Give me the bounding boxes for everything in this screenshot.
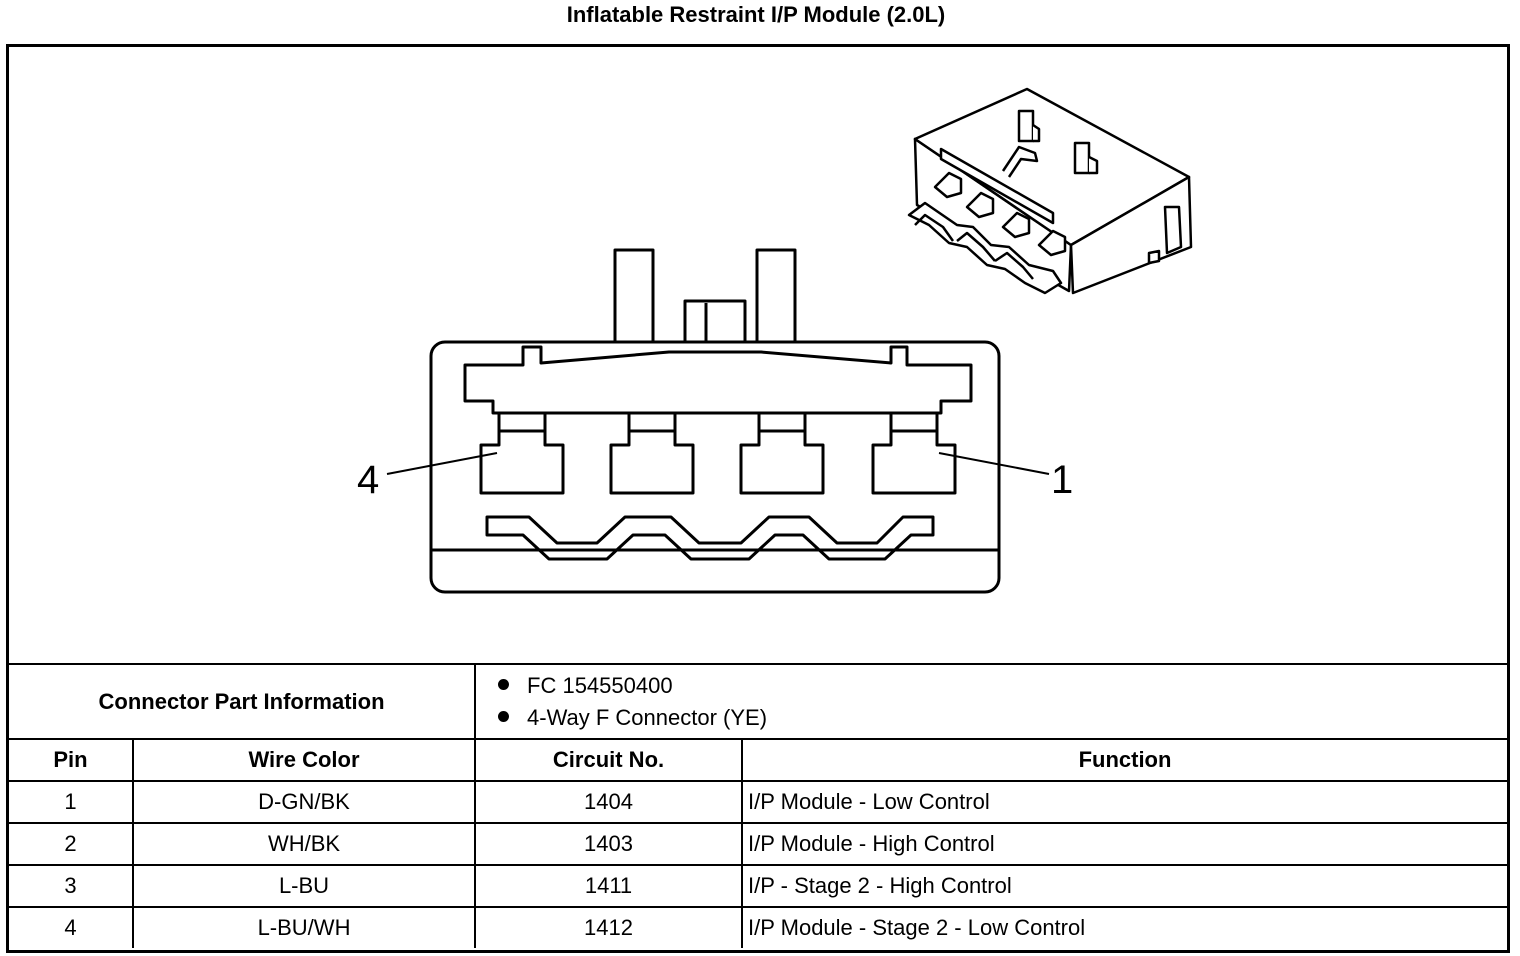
function-cell: I/P Module - Stage 2 - Low Control: [741, 906, 1507, 948]
part-info-item: 4-Way F Connector (YE): [498, 702, 1507, 734]
connector-face-drawing: 4 1: [357, 87, 1193, 594]
pin-cell: 2: [9, 822, 134, 866]
cavity-4: [479, 413, 565, 495]
table-header-row: Pin Wire Color Circuit No. Function: [9, 738, 1507, 782]
connector-housing: [429, 340, 1001, 594]
bullet-icon: [498, 711, 510, 723]
connector-frame: 4 1 Connector Part Information FC 154550…: [6, 44, 1510, 953]
table-row: 1 D-GN/BK 1404 I/P Module - Low Control: [9, 780, 1507, 824]
header-circuit-no: Circuit No.: [474, 738, 744, 782]
wire-color-cell: WH/BK: [131, 822, 477, 866]
wire-color-cell: D-GN/BK: [131, 780, 477, 824]
left-latch-tab: [613, 248, 655, 344]
connector-info-table: Connector Part Information FC 154550400 …: [9, 665, 1507, 948]
connector-part-info-list: FC 154550400 4-Way F Connector (YE): [474, 665, 1507, 740]
header-pin: Pin: [9, 738, 134, 782]
terminal-rail: [463, 345, 973, 415]
pin-cell: 3: [9, 864, 134, 908]
circuit-cell: 1412: [474, 906, 744, 948]
connector-part-info-label: Connector Part Information: [9, 665, 477, 740]
right-latch-tab: [755, 248, 797, 344]
circuit-cell: 1403: [474, 822, 744, 866]
connector-part-info-row: Connector Part Information FC 154550400 …: [9, 665, 1507, 740]
function-cell: I/P - Stage 2 - High Control: [741, 864, 1507, 908]
diagram-title: Inflatable Restraint I/P Module (2.0L): [566, 2, 946, 27]
part-info-item: FC 154550400: [498, 670, 1507, 702]
connector-3d-view: [907, 87, 1193, 295]
function-cell: I/P Module - High Control: [741, 822, 1507, 866]
pin-cell: 4: [9, 906, 134, 948]
circuit-cell: 1411: [474, 864, 744, 908]
pin-4-leader: [386, 452, 498, 475]
center-key: [683, 299, 747, 345]
cavity-1: [871, 413, 957, 495]
pin-1-label: 1: [1051, 458, 1073, 502]
keyway-channel: [485, 515, 935, 561]
header-function: Function: [741, 738, 1507, 782]
circuit-cell: 1404: [474, 780, 744, 824]
pin-cell: 1: [9, 780, 134, 824]
pin-1-leader: [938, 452, 1050, 475]
connector-diagram-area: 4 1: [9, 47, 1507, 665]
table-row: 3 L-BU 1411 I/P - Stage 2 - High Control: [9, 864, 1507, 908]
table-row: 4 L-BU/WH 1412 I/P Module - Stage 2 - Lo…: [9, 906, 1507, 948]
wire-color-cell: L-BU/WH: [131, 906, 477, 948]
cavity-3: [609, 413, 695, 495]
wire-color-cell: L-BU: [131, 864, 477, 908]
header-wire-color: Wire Color: [131, 738, 477, 782]
cavity-2: [739, 413, 825, 495]
bullet-icon: [498, 679, 510, 691]
function-cell: I/P Module - Low Control: [741, 780, 1507, 824]
pin-4-label: 4: [357, 458, 379, 502]
table-row: 2 WH/BK 1403 I/P Module - High Control: [9, 822, 1507, 866]
